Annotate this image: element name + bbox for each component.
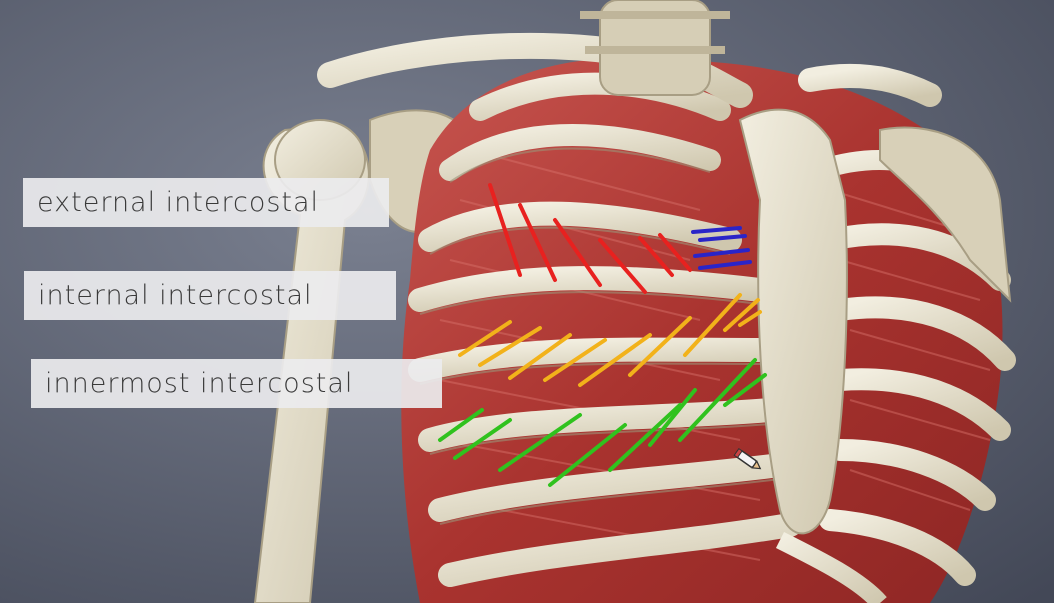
label-external-intercostal: external intercostal xyxy=(23,178,389,227)
label-innermost-intercostal: innermost intercostal xyxy=(31,359,442,408)
label-internal-intercostal: internal intercostal xyxy=(24,271,396,320)
pencil-icon xyxy=(732,446,764,474)
